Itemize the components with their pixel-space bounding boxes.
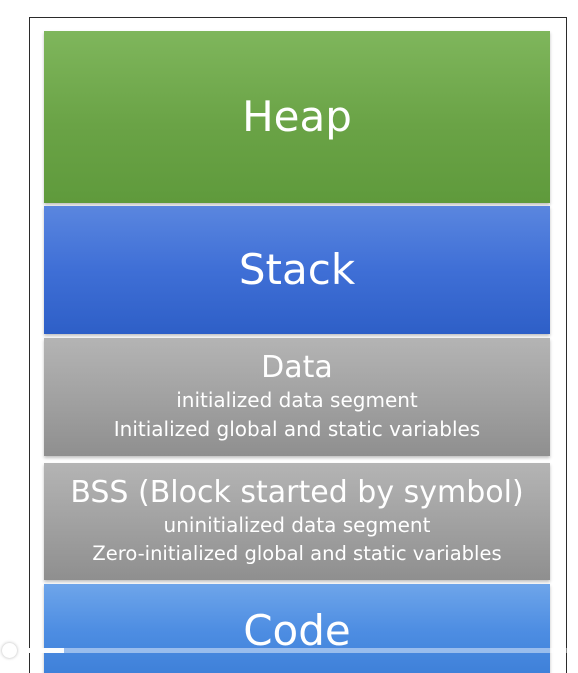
code-segment: Code: [44, 584, 550, 673]
bss-segment: BSS (Block started by symbol) uninitiali…: [44, 463, 550, 580]
video-progress-bar[interactable]: [0, 643, 578, 658]
data-segment: Data initialized data segment Initialize…: [44, 338, 550, 456]
heap-segment: Heap: [44, 31, 550, 203]
data-description-1: initialized data segment: [176, 388, 418, 412]
bss-description-1: uninitialized data segment: [163, 512, 431, 537]
heap-label: Heap: [242, 91, 352, 141]
bss-label: BSS (Block started by symbol): [70, 474, 524, 510]
stack-label: Stack: [238, 244, 356, 294]
video-progress-fill: [0, 648, 64, 653]
stack-segment: Stack: [44, 206, 550, 334]
code-label: Code: [243, 606, 351, 655]
video-scrubber-handle[interactable]: [2, 643, 17, 658]
bss-description-2: Zero-initialized global and static varia…: [92, 541, 502, 565]
data-description-2: Initialized global and static variables: [113, 417, 481, 441]
data-label: Data: [261, 350, 333, 385]
